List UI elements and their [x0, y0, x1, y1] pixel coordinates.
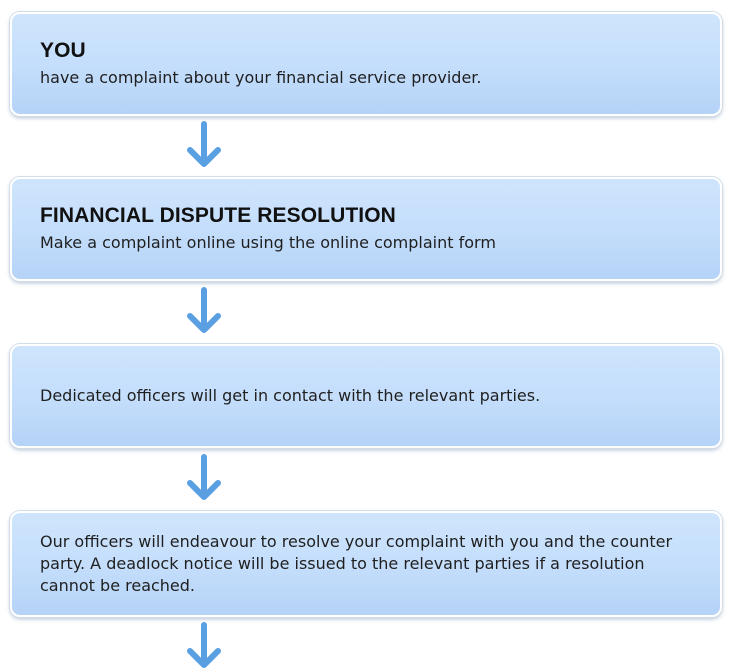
step-description: Make a complaint online using the online…: [40, 233, 496, 252]
flow-step-officers-contact: Dedicated officers will get in contact w…: [10, 344, 722, 448]
step-description: Dedicated officers will get in contact w…: [40, 386, 541, 405]
step-description: Our officers will endeavour to resolve y…: [40, 532, 673, 595]
arrow-down-icon: [187, 287, 221, 333]
arrow-down-icon: [187, 121, 221, 167]
flow-step-you: YOU have a complaint about your financia…: [10, 12, 722, 116]
arrow-down-icon: [187, 622, 221, 668]
arrow-down-icon: [187, 454, 221, 500]
step-description: have a complaint about your financial se…: [40, 68, 482, 87]
step-title: FINANCIAL DISPUTE RESOLUTION: [40, 204, 396, 227]
step-title: YOU: [40, 39, 86, 62]
flow-step-resolution-attempt: Our officers will endeavour to resolve y…: [10, 511, 722, 617]
flow-step-financial-dispute-resolution: FINANCIAL DISPUTE RESOLUTION Make a comp…: [10, 177, 722, 281]
